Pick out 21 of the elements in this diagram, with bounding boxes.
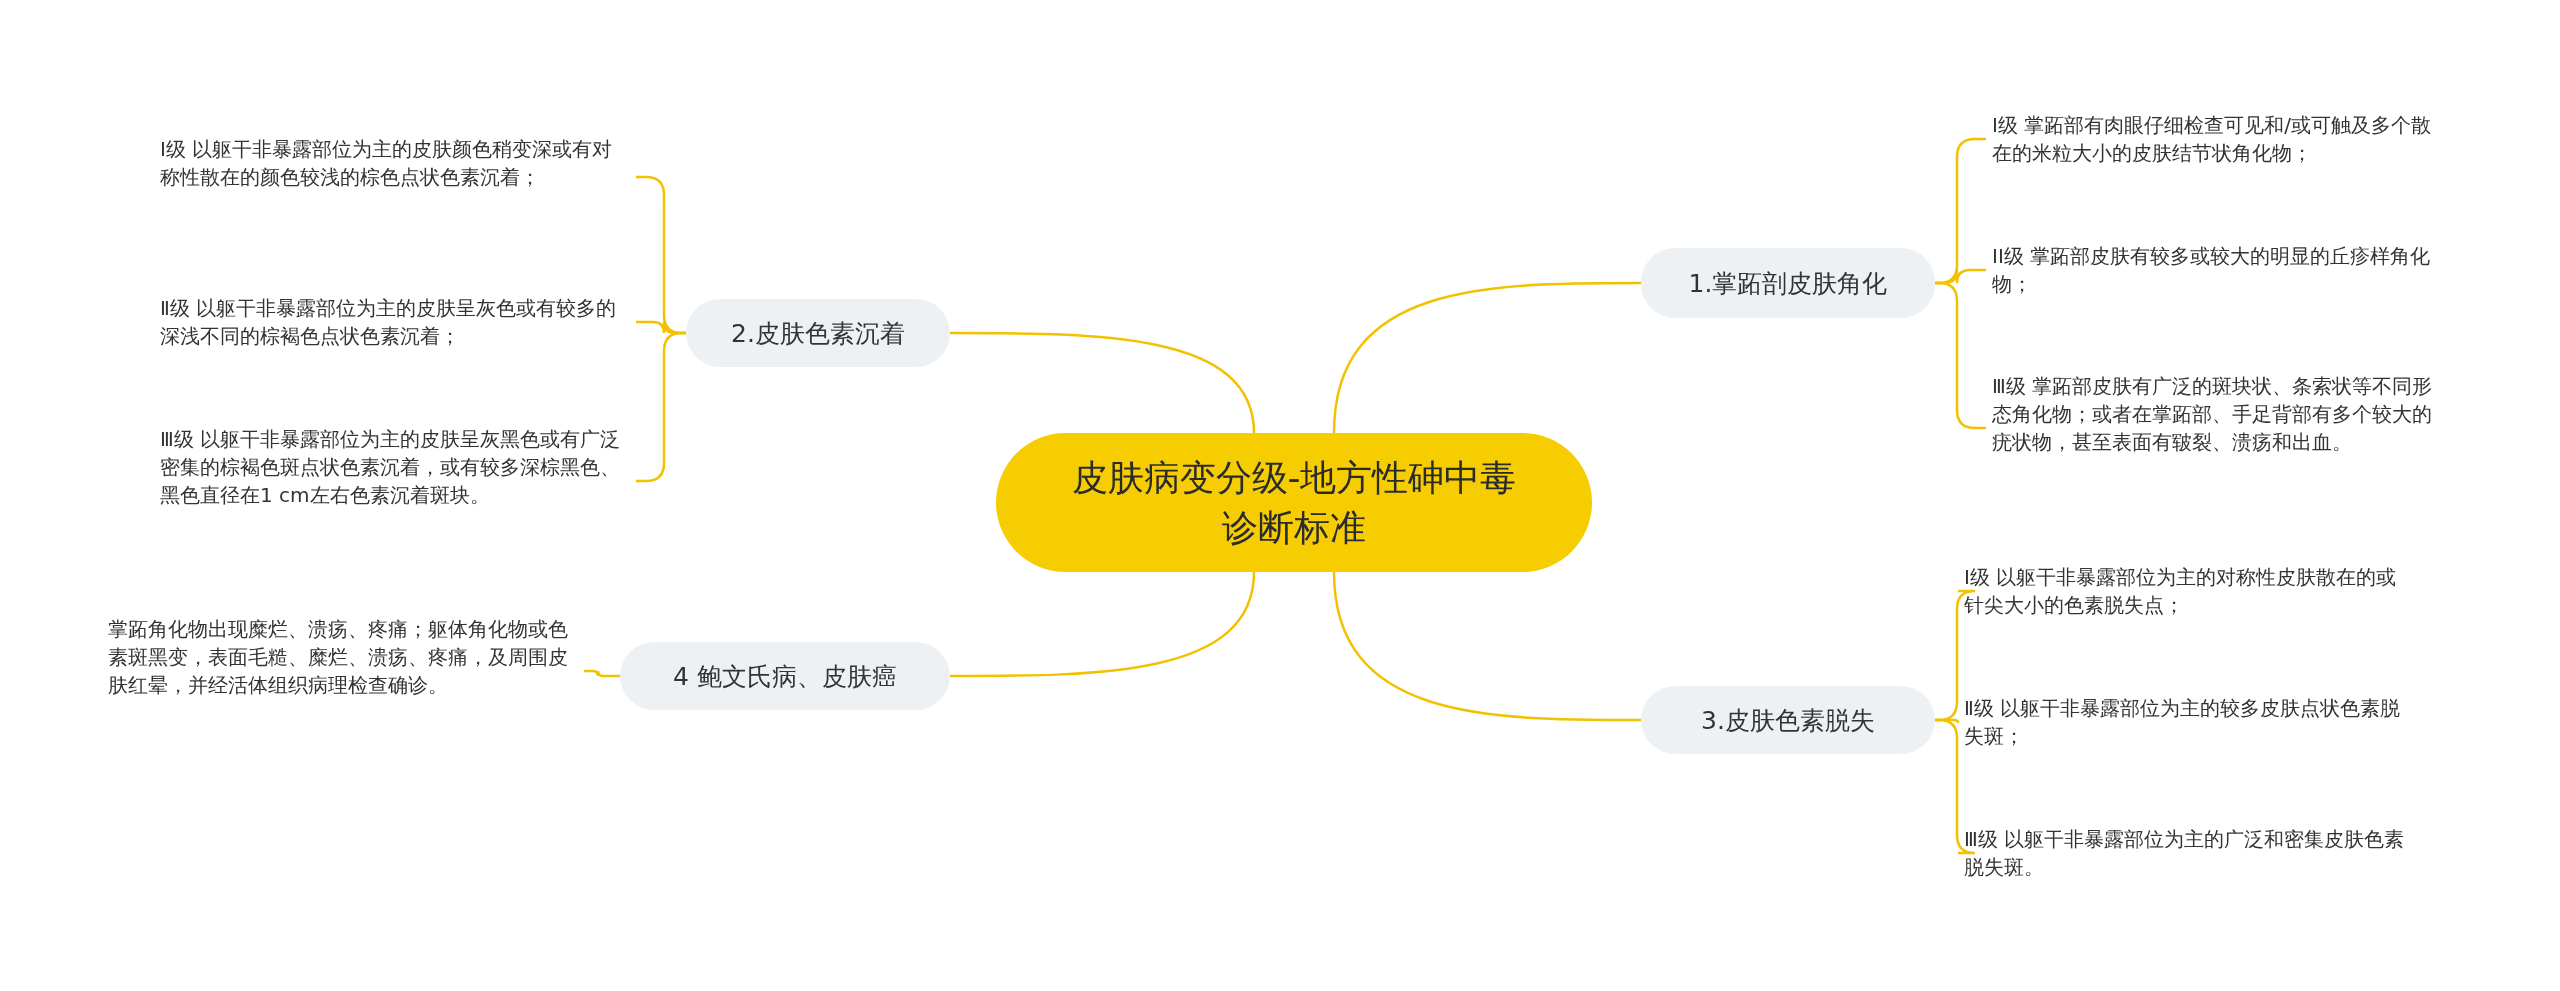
topic-pill: 2.皮肤色素沉着: [686, 299, 950, 367]
note-text: I级 以躯干非暴露部位为主的对称性皮肤散在的或针尖大小的色素脱失点；: [1964, 563, 2414, 619]
note-text: Ⅱ级 以躯干非暴露部位为主的较多皮肤点状色素脱失斑；: [1964, 694, 2414, 750]
note-text: Ⅲ级 掌跖部皮肤有广泛的斑块状、条索状等不同形态角化物；或者在掌跖部、手足背部有多个较大的疣状物，甚至表面有皲裂、溃疡和出血。: [1992, 372, 2442, 456]
connector-line: [950, 331, 1256, 434]
note-text: Ⅲ级 以躯干非暴露部位为主的广泛和密集皮肤色素脱失斑。: [1964, 825, 2414, 881]
connector-line: [950, 571, 1256, 678]
topic-pill: 1.掌跖剖皮肤角化: [1641, 248, 1935, 318]
topic-pill: 3.皮肤色素脱失: [1641, 686, 1935, 754]
note-text: I级 以躯干非暴露部位为主的皮肤颜色稍变深或有对称性散在的颜色较浅的棕色点状色素沉着；: [160, 135, 630, 191]
note-text: Ⅲ级 以躯干非暴露部位为主的皮肤呈灰黑色或有广泛密集的棕褐色斑点状色素沉着，或有较多深棕黑色、黑色直径在1 cm左右色素沉着斑块。: [160, 425, 630, 509]
central-topic: 皮肤病变分级-地方性砷中毒诊断标准: [996, 433, 1592, 572]
note-text: I级 掌跖部有肉眼仔细检查可见和/或可触及多个散在的米粒大小的皮肤结节状角化物；: [1992, 111, 2442, 167]
note-text: II级 掌跖部皮肤有较多或较大的明显的丘疹样角化物；: [1992, 242, 2442, 298]
connector-line: [1332, 281, 1641, 434]
topic-pill: 4 鲍文氏病、皮肤癌: [620, 642, 950, 710]
connector-line: [584, 669, 620, 678]
note-text: 掌跖角化物出现糜烂、溃疡、疼痛；躯体角化物或色素斑黑变，表面毛糙、糜烂、溃疡、疼痛，及周围皮肤红晕，并经活体组织病理检查确诊。: [108, 615, 578, 699]
note-text: Ⅱ级 以躯干非暴露部位为主的皮肤呈灰色或有较多的深浅不同的棕褐色点状色素沉着；: [160, 294, 630, 350]
connector-line: [1935, 718, 1977, 855]
connector-line: [1332, 571, 1641, 722]
